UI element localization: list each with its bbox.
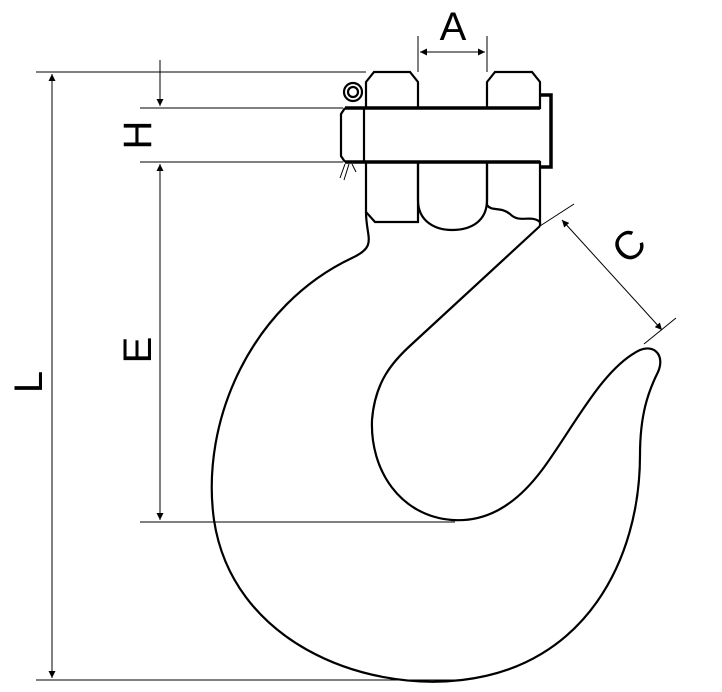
label-l: L bbox=[7, 371, 51, 393]
dimension-l: L bbox=[7, 71, 460, 681]
label-e: E bbox=[116, 337, 160, 364]
pin bbox=[339, 81, 553, 181]
dimension-e: E bbox=[116, 164, 455, 523]
dimension-c: C bbox=[539, 203, 677, 345]
dimension-a: A bbox=[417, 5, 488, 72]
dimension-h: H bbox=[116, 60, 343, 163]
label-c: C bbox=[604, 220, 655, 272]
cotter-ring bbox=[342, 81, 364, 103]
hook-body bbox=[210, 211, 662, 683]
label-a: A bbox=[440, 5, 467, 49]
clevis bbox=[364, 70, 542, 232]
label-h: H bbox=[116, 121, 160, 150]
